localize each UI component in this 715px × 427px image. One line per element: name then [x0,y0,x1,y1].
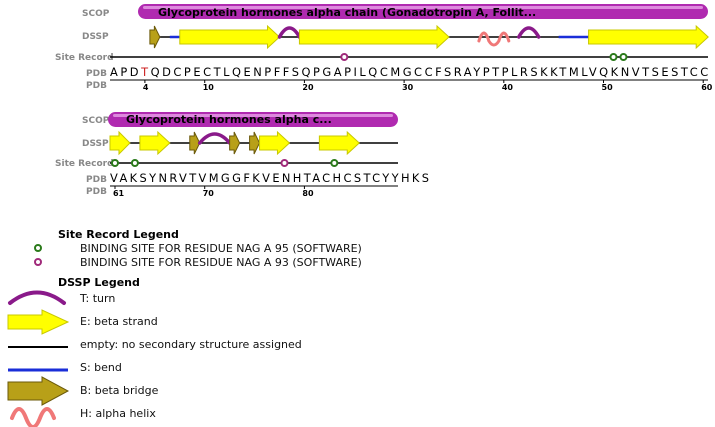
site-record-track [110,159,339,167]
ruler-tick-label: 20 [302,83,314,92]
dssp-legend-item: E: beta strand [80,315,158,328]
ruler-tick-label: 70 [203,189,215,198]
site-legend-item: BINDING SITE FOR RESIDUE NAG A 93 (SOFTW… [80,256,362,269]
beta-strand[interactable] [179,24,281,50]
site-record-marker[interactable] [330,159,339,167]
highlighted-residue: T [140,65,148,79]
turn-icon [8,290,66,305]
turn[interactable] [277,26,302,39]
ruler-tick-label: 60 [701,83,713,92]
site-marker-magenta-icon [34,258,42,266]
scop-track-label: SCOP [82,9,110,19]
beta-bridge[interactable] [189,131,201,155]
ruler-tick-label: 4 [143,83,149,92]
beta-bridge[interactable] [229,131,241,155]
dssp-legend-item: S: bend [80,361,122,374]
dssp-legend-item: H: alpha helix [80,407,156,420]
scop-domain-bar[interactable]: Glycoprotein hormones alpha c... [108,112,398,127]
site-record-marker[interactable] [130,159,139,167]
turn[interactable] [517,26,541,39]
beta-strand[interactable] [139,130,171,156]
site-record-marker[interactable] [110,159,119,167]
pdb-ruler-label: PDB [86,187,107,197]
dssp-track-label: DSSP [82,139,109,149]
site-record-marker[interactable] [619,53,628,61]
scop-domain-label: Glycoprotein hormones alpha c... [126,113,332,126]
beta-bridge-icon [7,376,70,406]
site-legend-title: Site Record Legend [58,228,179,241]
residue-ruler: 4 10 20 30 40 50 60 [143,80,713,92]
dssp-track [149,24,709,50]
pdb-track-label: PDB [86,175,107,185]
residue-ruler: 61 70 80 [113,186,314,198]
site-record-marker[interactable] [609,53,618,61]
pdb-ruler-label: PDB [86,81,107,91]
beta-strand[interactable] [318,130,360,156]
ruler-tick-label: 80 [302,189,314,198]
site-record-marker[interactable] [340,53,349,61]
dssp-legend-item: T: turn [79,292,115,305]
site-record-marker[interactable] [280,159,289,167]
dssp-legend-title: DSSP Legend [58,276,140,289]
sequence-row-1: SCOP DSSP Site Record PDB PDB Glycoprote… [55,4,713,92]
site-record-legend: Site Record Legend BINDING SITE FOR RESI… [34,228,362,269]
beta-strand-icon [7,309,70,335]
ruler-tick-label: 61 [113,189,125,198]
site-legend-item: BINDING SITE FOR RESIDUE NAG A 95 (SOFTW… [80,242,362,255]
site-record-track-label: Site Record [55,159,114,169]
dssp-legend-item: B: beta bridge [80,384,159,397]
ruler-tick-label: 30 [402,83,414,92]
site-record-track [340,53,628,61]
scop-domain-label: Glycoprotein hormones alpha chain (Gonad… [158,6,536,19]
dssp-track [109,130,360,156]
scop-domain-bar[interactable]: Glycoprotein hormones alpha chain (Gonad… [138,4,708,19]
alpha-helix[interactable] [477,31,511,47]
dssp-legend-item: empty: no secondary structure assigned [80,338,302,351]
dssp-legend: DSSP Legend T: turn E: beta strand empty… [7,276,302,427]
sequence-row-2: SCOP DSSP Site Record PDB PDB Glycoprote… [55,112,429,198]
site-marker-green-icon [34,244,42,252]
ruler-tick-label: 40 [502,83,514,92]
beta-strand[interactable] [588,24,709,50]
beta-bridge[interactable] [249,131,261,155]
pdb-track-label: PDB [86,69,107,79]
sequence-text: VAKSYNRVTVMGGFKVENHTACHCSTCYYHKS [110,171,429,185]
turn[interactable] [197,132,232,145]
beta-strand[interactable] [259,130,291,156]
beta-strand[interactable] [298,24,450,50]
ruler-tick-label: 10 [203,83,215,92]
ruler-tick-label: 50 [602,83,614,92]
dssp-track-label: DSSP [82,32,109,42]
beta-bridge[interactable] [149,25,161,49]
site-record-track-label: Site Record [55,53,114,63]
beta-strand[interactable] [109,130,131,156]
alpha-helix-icon [10,407,56,427]
scop-track-label: SCOP [82,116,110,126]
